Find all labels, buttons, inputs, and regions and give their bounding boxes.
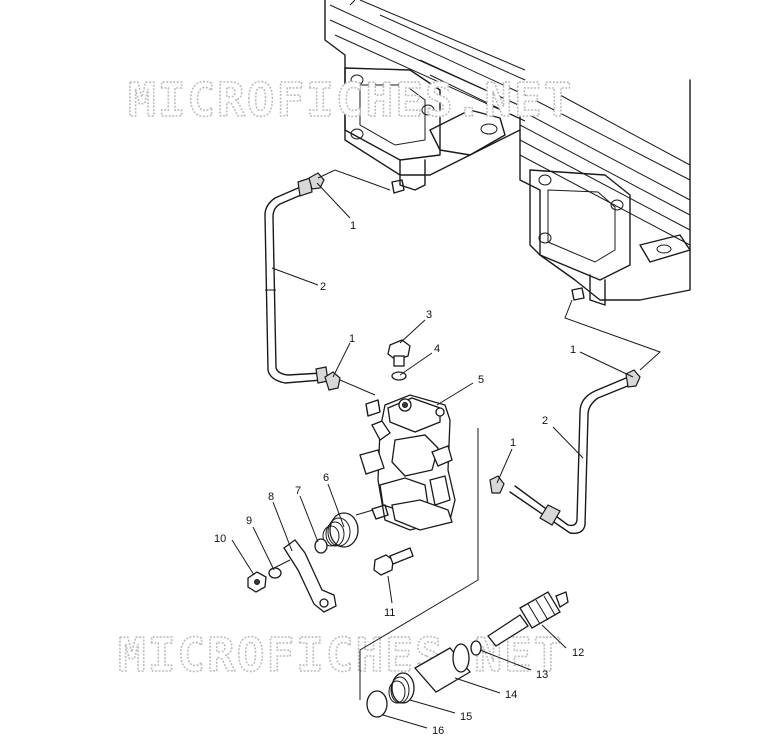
callout-1-right-clamp: 1 (570, 344, 576, 356)
callout-5-oil-pump: 5 (478, 374, 484, 386)
mounting-bolt (373, 547, 414, 576)
oil-hose-left (264, 177, 329, 384)
leader-lines (231, 182, 634, 729)
callout-14-bushing: 14 (505, 689, 517, 701)
oil-pump (355, 394, 456, 531)
hose-clamp-1b (324, 371, 341, 391)
callout-6-spring: 6 (323, 472, 329, 484)
sealing-washer (391, 371, 407, 381)
pump-control-lever (283, 539, 337, 613)
watermark-top: MICROFICHES.NET (128, 73, 573, 127)
thrust-washer (470, 640, 482, 656)
cylinder-upper (324, 0, 526, 194)
hose-clamp-1c (625, 369, 641, 388)
callout-13-thrust-washer: 13 (536, 669, 548, 681)
cylinder-lower (519, 79, 691, 306)
return-spring (322, 512, 359, 548)
hose-clamp-1d (489, 475, 505, 494)
callout-11-bolt: 11 (384, 607, 395, 619)
callout-4-washer: 4 (434, 343, 440, 355)
drive-gear-shaft (487, 591, 569, 647)
watermark-bottom: MICROFICHES.NET (118, 628, 563, 682)
oil-hose-right (509, 377, 631, 535)
callout-1-pump-clamp: 1 (510, 437, 516, 449)
washer-7 (314, 538, 328, 554)
callout-12-gear-shaft: 12 (572, 647, 584, 659)
callout-1-left-clamp: 1 (349, 333, 355, 345)
guide-line-shaft (359, 428, 479, 700)
guide-line-left-hose (339, 379, 376, 396)
callout-10-nut: 10 (214, 533, 226, 545)
callout-15-seal: 15 (460, 711, 472, 723)
hose-clamp-1a (308, 172, 325, 190)
callout-2-right-hose: 2 (542, 415, 548, 427)
guide-line-right (564, 299, 661, 371)
o-ring (366, 690, 388, 718)
seal-assembly (388, 672, 415, 704)
gear-bushing (413, 643, 471, 693)
callout-8-lever: 8 (268, 491, 274, 503)
callout-labels: 1 2 1 3 4 5 1 2 1 6 7 8 9 10 11 12 13 14… (214, 220, 584, 737)
callout-7-washer: 7 (295, 485, 301, 497)
callout-3-banjo-bolt: 3 (426, 309, 432, 321)
callout-1-upper-clamp: 1 (350, 220, 356, 232)
callout-16-o-ring: 16 (432, 725, 444, 737)
guide-line-upper (317, 169, 391, 191)
callout-2-left-hose: 2 (320, 281, 326, 293)
callout-9-washer: 9 (246, 515, 252, 527)
banjo-bolt (387, 339, 411, 367)
